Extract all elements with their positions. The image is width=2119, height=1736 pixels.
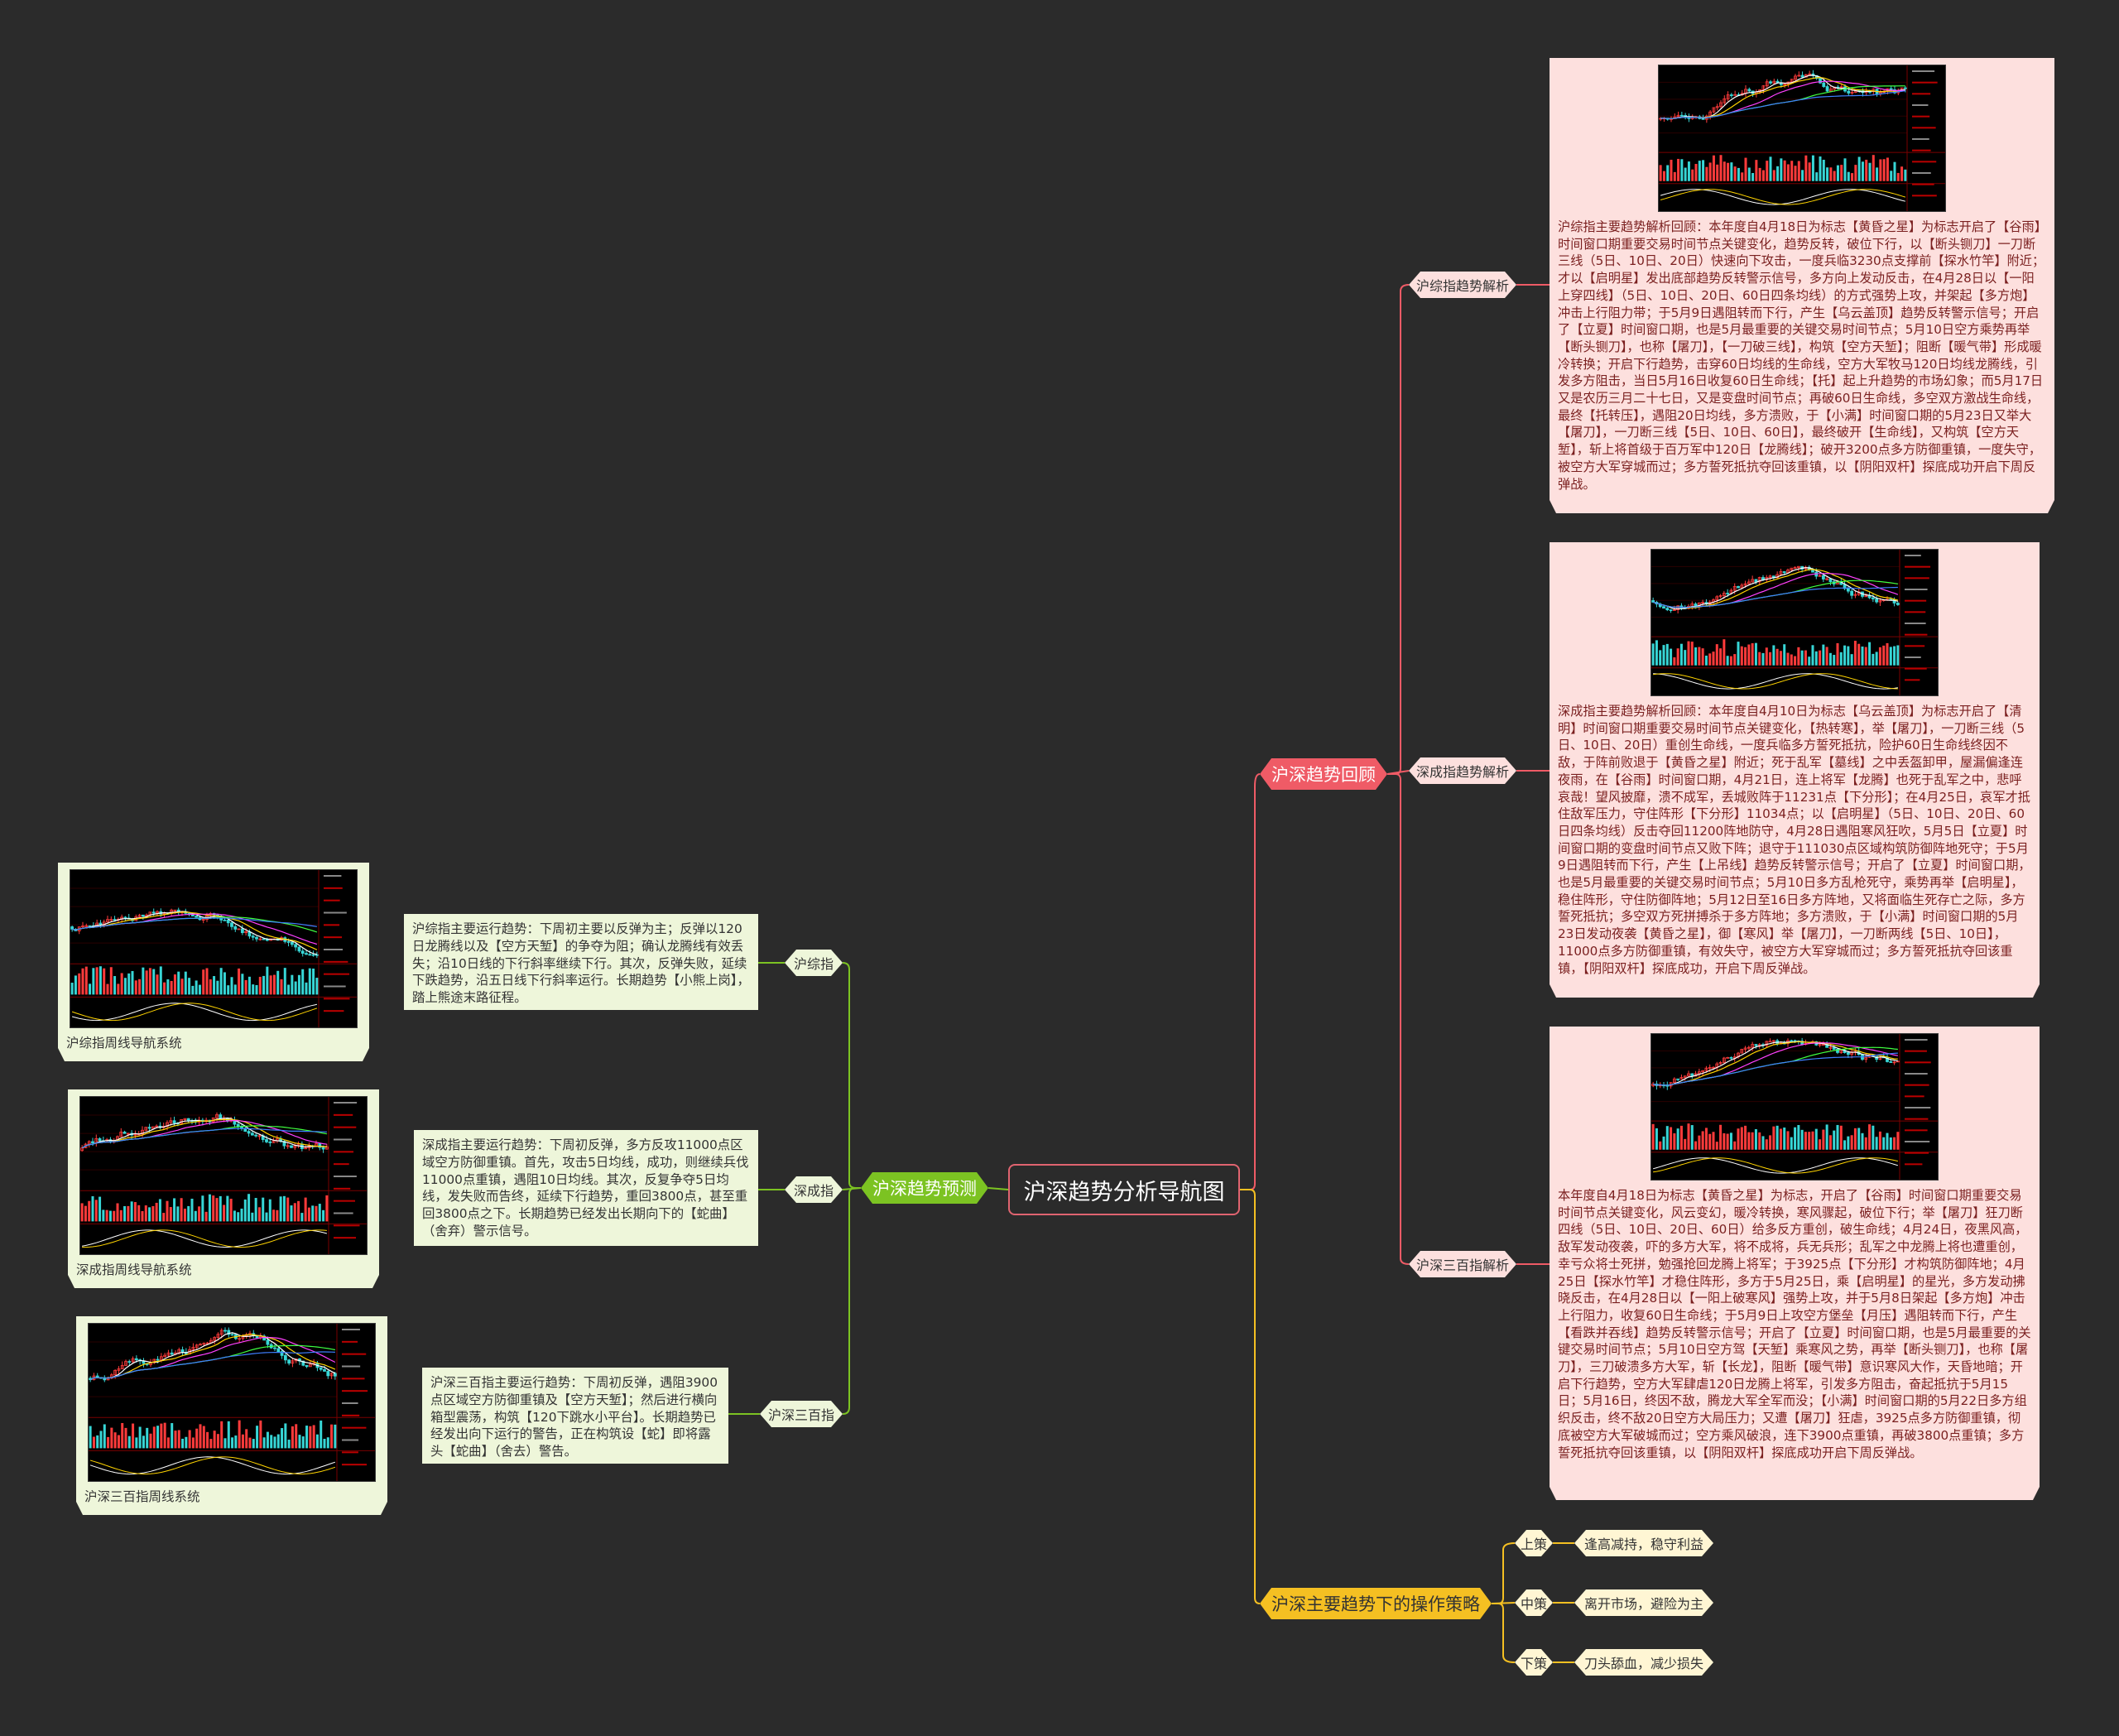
forecast-szse-text: 深成指主要运行趋势：下周初反弹，多方反攻11000点区域空方防御重镇。首先，攻击… <box>414 1130 758 1246</box>
branch-strategy[interactable]: 沪深主要趋势下的操作策略 <box>1260 1588 1492 1619</box>
forecast-sse-label[interactable]: 沪综指 <box>785 950 843 976</box>
branch-forecast[interactable]: 沪深趋势预测 <box>861 1172 988 1204</box>
review-hs300-card: 本年度自4月18日为标志【黄昏之星】为标志，开启了【谷雨】时间窗口期重要交易时间… <box>1550 1027 2040 1500</box>
kline-chart-image <box>1658 65 1946 212</box>
kline-chart-image <box>88 1323 376 1482</box>
forecast-sse-card: 沪综指周线导航系统 <box>58 863 369 1061</box>
chart-caption: 沪综指周线导航系统 <box>66 1036 182 1051</box>
review-szse-label[interactable]: 深成指趋势解析 <box>1409 757 1516 784</box>
review-hs300-text: 本年度自4月18日为标志【黄昏之星】为标志，开启了【谷雨】时间窗口期重要交易时间… <box>1558 1188 2031 1460</box>
chart-caption: 沪深三百指周线系统 <box>84 1489 200 1504</box>
strategy-middle-text: 离开市场，避险为主 <box>1574 1589 1713 1616</box>
forecast-hs300-text: 沪深三百指主要运行趋势：下周初反弹，遇阻3900点区域空方防御重镇及【空方天堑】… <box>422 1368 728 1464</box>
forecast-hs300-label[interactable]: 沪深三百指 <box>760 1401 843 1427</box>
review-sse-card: 沪综指主要趋势解析回顾：本年度自4月18日为标志【黄昏之星】为标志开启了【谷雨】… <box>1550 58 2054 513</box>
forecast-szse-card: 深成指周线导航系统 <box>68 1089 379 1288</box>
strategy-lower-text: 刀头舔血，减少损失 <box>1574 1649 1713 1676</box>
forecast-hs300-card: 沪深三百指周线系统 <box>76 1316 387 1515</box>
branch-review[interactable]: 沪深趋势回顾 <box>1260 758 1387 790</box>
root-topic[interactable]: 沪深趋势分析导航图 <box>1008 1164 1240 1215</box>
kline-chart-image <box>70 869 358 1028</box>
chart-caption: 深成指周线导航系统 <box>76 1262 192 1277</box>
review-hs300-label[interactable]: 沪深三百指解析 <box>1409 1251 1516 1277</box>
review-sse-text: 沪综指主要趋势解析回顾：本年度自4月18日为标志【黄昏之星】为标志开启了【谷雨】… <box>1558 219 2045 492</box>
forecast-sse-text: 沪综指主要运行趋势：下周初主要以反弹为主；反弹以120日龙腾线以及【空方天堑】的… <box>404 914 758 1010</box>
strategy-upper-text: 逢高减持，稳守利益 <box>1574 1530 1713 1556</box>
kline-chart-image <box>1651 1033 1939 1181</box>
review-sse-label[interactable]: 沪综指趋势解析 <box>1409 272 1516 298</box>
kline-chart-image <box>79 1096 368 1255</box>
forecast-szse-label[interactable]: 深成指 <box>785 1176 843 1203</box>
kline-chart-image <box>1651 549 1939 696</box>
review-szse-card: 深成指主要趋势解析回顾：本年度自4月10日为标志【乌云盖顶】为标志开启了【清明】… <box>1550 542 2040 998</box>
review-szse-text: 深成指主要趋势解析回顾：本年度自4月10日为标志【乌云盖顶】为标志开启了【清明】… <box>1558 704 2031 976</box>
